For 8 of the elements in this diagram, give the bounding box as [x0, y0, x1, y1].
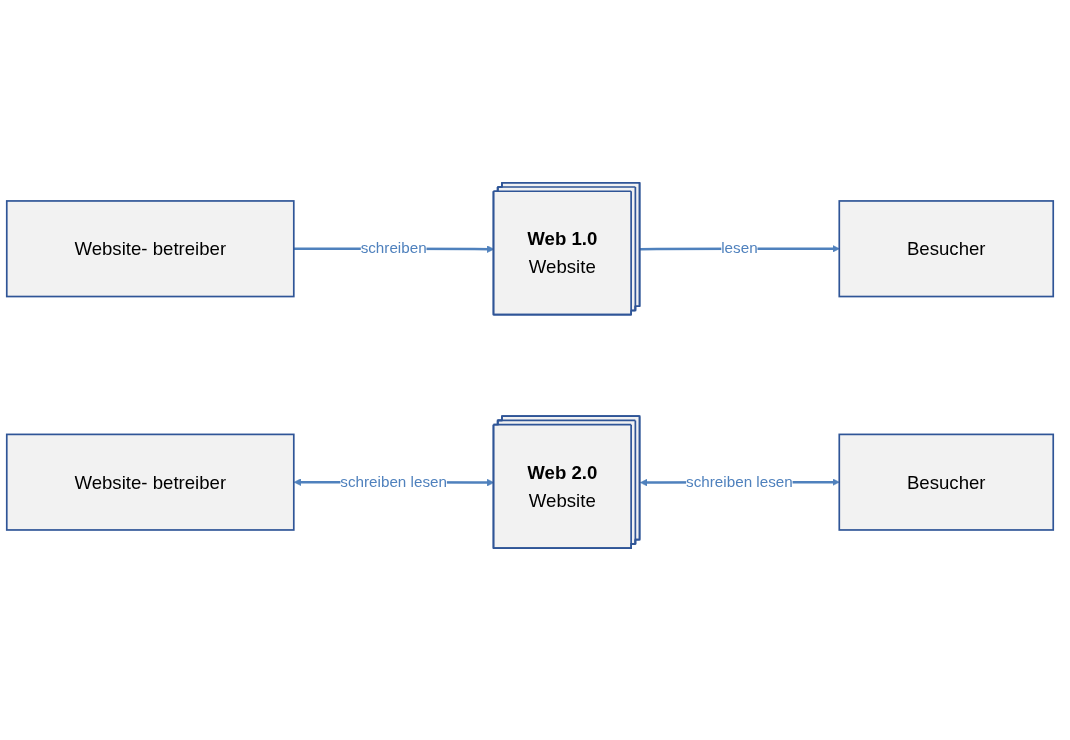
- node-box: Besucher: [838, 199, 1055, 297]
- edge-label: lesen: [721, 239, 758, 257]
- edge-label: schreiben lesen: [686, 472, 793, 490]
- edge-label: schreiben lesen: [340, 472, 447, 490]
- edge-label: schreiben: [360, 239, 427, 257]
- node-box: Besucher: [838, 433, 1055, 531]
- node-box: Website- betreiber: [5, 433, 295, 531]
- node-box: Website- betreiber: [5, 199, 295, 297]
